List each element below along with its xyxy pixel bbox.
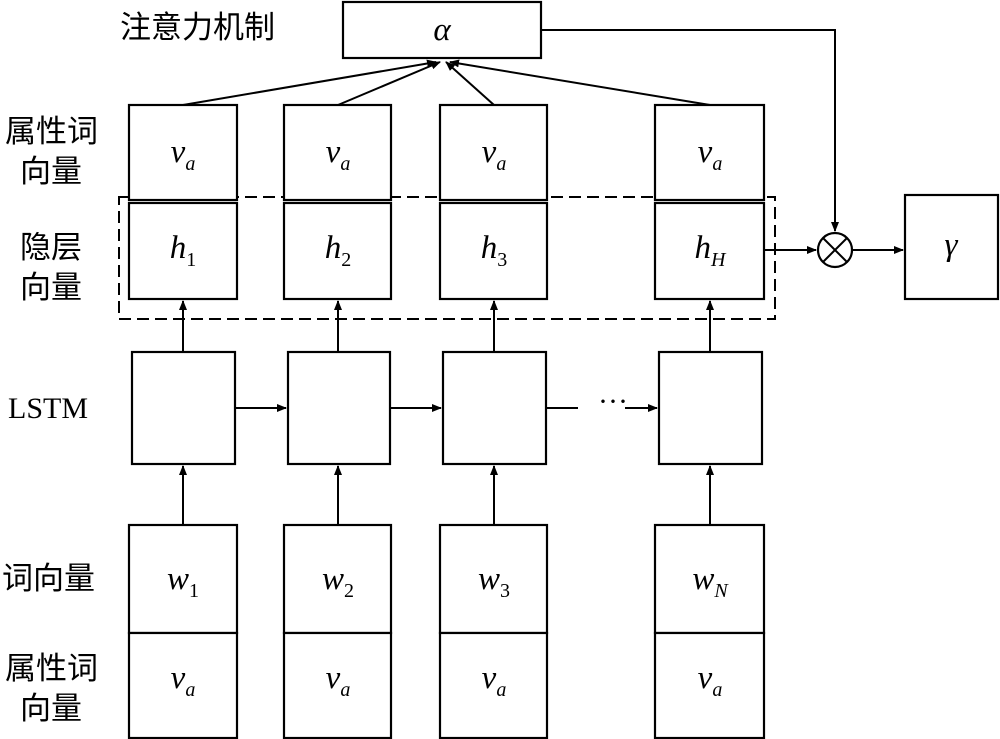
svg-text:va: va xyxy=(171,134,196,175)
hidden-var: h xyxy=(325,230,342,266)
word-var: w xyxy=(167,561,189,597)
svg-text:h3: h3 xyxy=(481,230,508,271)
svg-text:va: va xyxy=(698,134,723,175)
svg-text:va: va xyxy=(482,134,507,175)
word-vector-box xyxy=(282,523,393,635)
aspect-vector-bottom-label-1: 属性词 xyxy=(5,651,98,687)
aspect-vector-box-bottom xyxy=(127,631,239,739)
aspect-var: v xyxy=(326,134,341,170)
aspect-sub: a xyxy=(496,153,506,175)
aspect-vector-box-bottom xyxy=(438,631,549,739)
output-box xyxy=(903,193,1000,301)
aspect-sub: a xyxy=(340,153,350,175)
attention-label: 注意力机制 xyxy=(120,10,275,46)
aspect-vector-top-label-2: 向量 xyxy=(20,154,82,190)
aspect-vector-box xyxy=(282,103,393,202)
arrow-attention-to-multiply xyxy=(541,29,839,232)
hidden-label-2: 向量 xyxy=(20,270,82,306)
word-sub: 3 xyxy=(500,580,510,602)
aspect-sub: a xyxy=(340,679,350,701)
ellipsis: ··· xyxy=(598,385,628,418)
aspect-vector-box xyxy=(127,103,239,202)
aspect-sub: a xyxy=(712,153,722,175)
svg-text:h1: h1 xyxy=(170,230,197,271)
aspect-var: v xyxy=(698,660,713,696)
aspect-var: v xyxy=(171,134,186,170)
column-2: va h2 w2 va xyxy=(282,103,393,739)
aspect-var: v xyxy=(482,660,497,696)
aspect-var: v xyxy=(698,134,713,170)
word-var: w xyxy=(478,561,500,597)
arrow-to-attention-2 xyxy=(337,61,441,106)
lstm-cell xyxy=(441,350,548,466)
svg-text:va: va xyxy=(171,660,196,701)
arrow-to-attention-3 xyxy=(445,61,495,106)
alpha-symbol: α xyxy=(433,12,451,48)
column-3: va h3 w3 va xyxy=(438,103,549,739)
hidden-var: h xyxy=(481,230,498,266)
arrow-to-attention-4 xyxy=(449,59,711,106)
arrow-to-attention-1 xyxy=(182,59,437,106)
word-vector-box xyxy=(438,523,549,635)
hidden-label-1: 隐层 xyxy=(20,230,82,266)
word-sub: 1 xyxy=(189,580,199,602)
hidden-sub: 2 xyxy=(341,249,351,271)
hidden-sub: 3 xyxy=(497,249,507,271)
aspect-sub: a xyxy=(496,679,506,701)
svg-text:wN: wN xyxy=(692,561,729,602)
lstm-cell xyxy=(286,350,392,466)
attention-box xyxy=(341,0,543,60)
svg-text:va: va xyxy=(326,660,351,701)
hidden-state-box xyxy=(438,201,549,301)
lstm-cell xyxy=(657,350,764,466)
aspect-var: v xyxy=(171,660,186,696)
aspect-vector-box-bottom xyxy=(653,631,766,739)
aspect-var: v xyxy=(482,134,497,170)
aspect-vector-top-label-1: 属性词 xyxy=(5,114,98,150)
hidden-sub: H xyxy=(710,249,727,271)
svg-text:h2: h2 xyxy=(325,230,352,271)
aspect-var: v xyxy=(326,660,341,696)
hidden-state-box xyxy=(127,201,239,301)
aspect-sub: a xyxy=(712,679,722,701)
hidden-var: h xyxy=(695,230,712,266)
svg-text:va: va xyxy=(326,134,351,175)
word-var: w xyxy=(692,561,714,597)
lstm-label: LSTM xyxy=(8,392,88,425)
hidden-sub: 1 xyxy=(186,249,196,271)
hidden-state-box xyxy=(282,201,393,301)
aspect-vector-box xyxy=(653,103,766,202)
word-sub: N xyxy=(713,580,729,602)
word-vector-label: 词向量 xyxy=(2,561,95,597)
word-var: w xyxy=(322,561,344,597)
gamma-symbol: γ xyxy=(944,227,958,263)
svg-text:va: va xyxy=(482,660,507,701)
svg-text:hH: hH xyxy=(695,230,728,271)
lstm-cell xyxy=(130,350,237,466)
word-vector-box xyxy=(127,523,239,635)
svg-text:w2: w2 xyxy=(322,561,354,602)
column-1: va h1 w1 va xyxy=(127,103,239,739)
svg-text:w1: w1 xyxy=(167,561,199,602)
multiply-node xyxy=(816,231,854,269)
aspect-sub: a xyxy=(185,679,195,701)
hidden-var: h xyxy=(170,230,187,266)
column-4: va hH wN va xyxy=(653,103,766,739)
svg-text:w3: w3 xyxy=(478,561,510,602)
aspect-vector-box xyxy=(438,103,549,202)
aspect-vector-bottom-label-2: 向量 xyxy=(20,691,82,727)
aspect-sub: a xyxy=(185,153,195,175)
aspect-vector-box-bottom xyxy=(282,631,393,739)
word-sub: 2 xyxy=(344,580,354,602)
svg-text:va: va xyxy=(698,660,723,701)
